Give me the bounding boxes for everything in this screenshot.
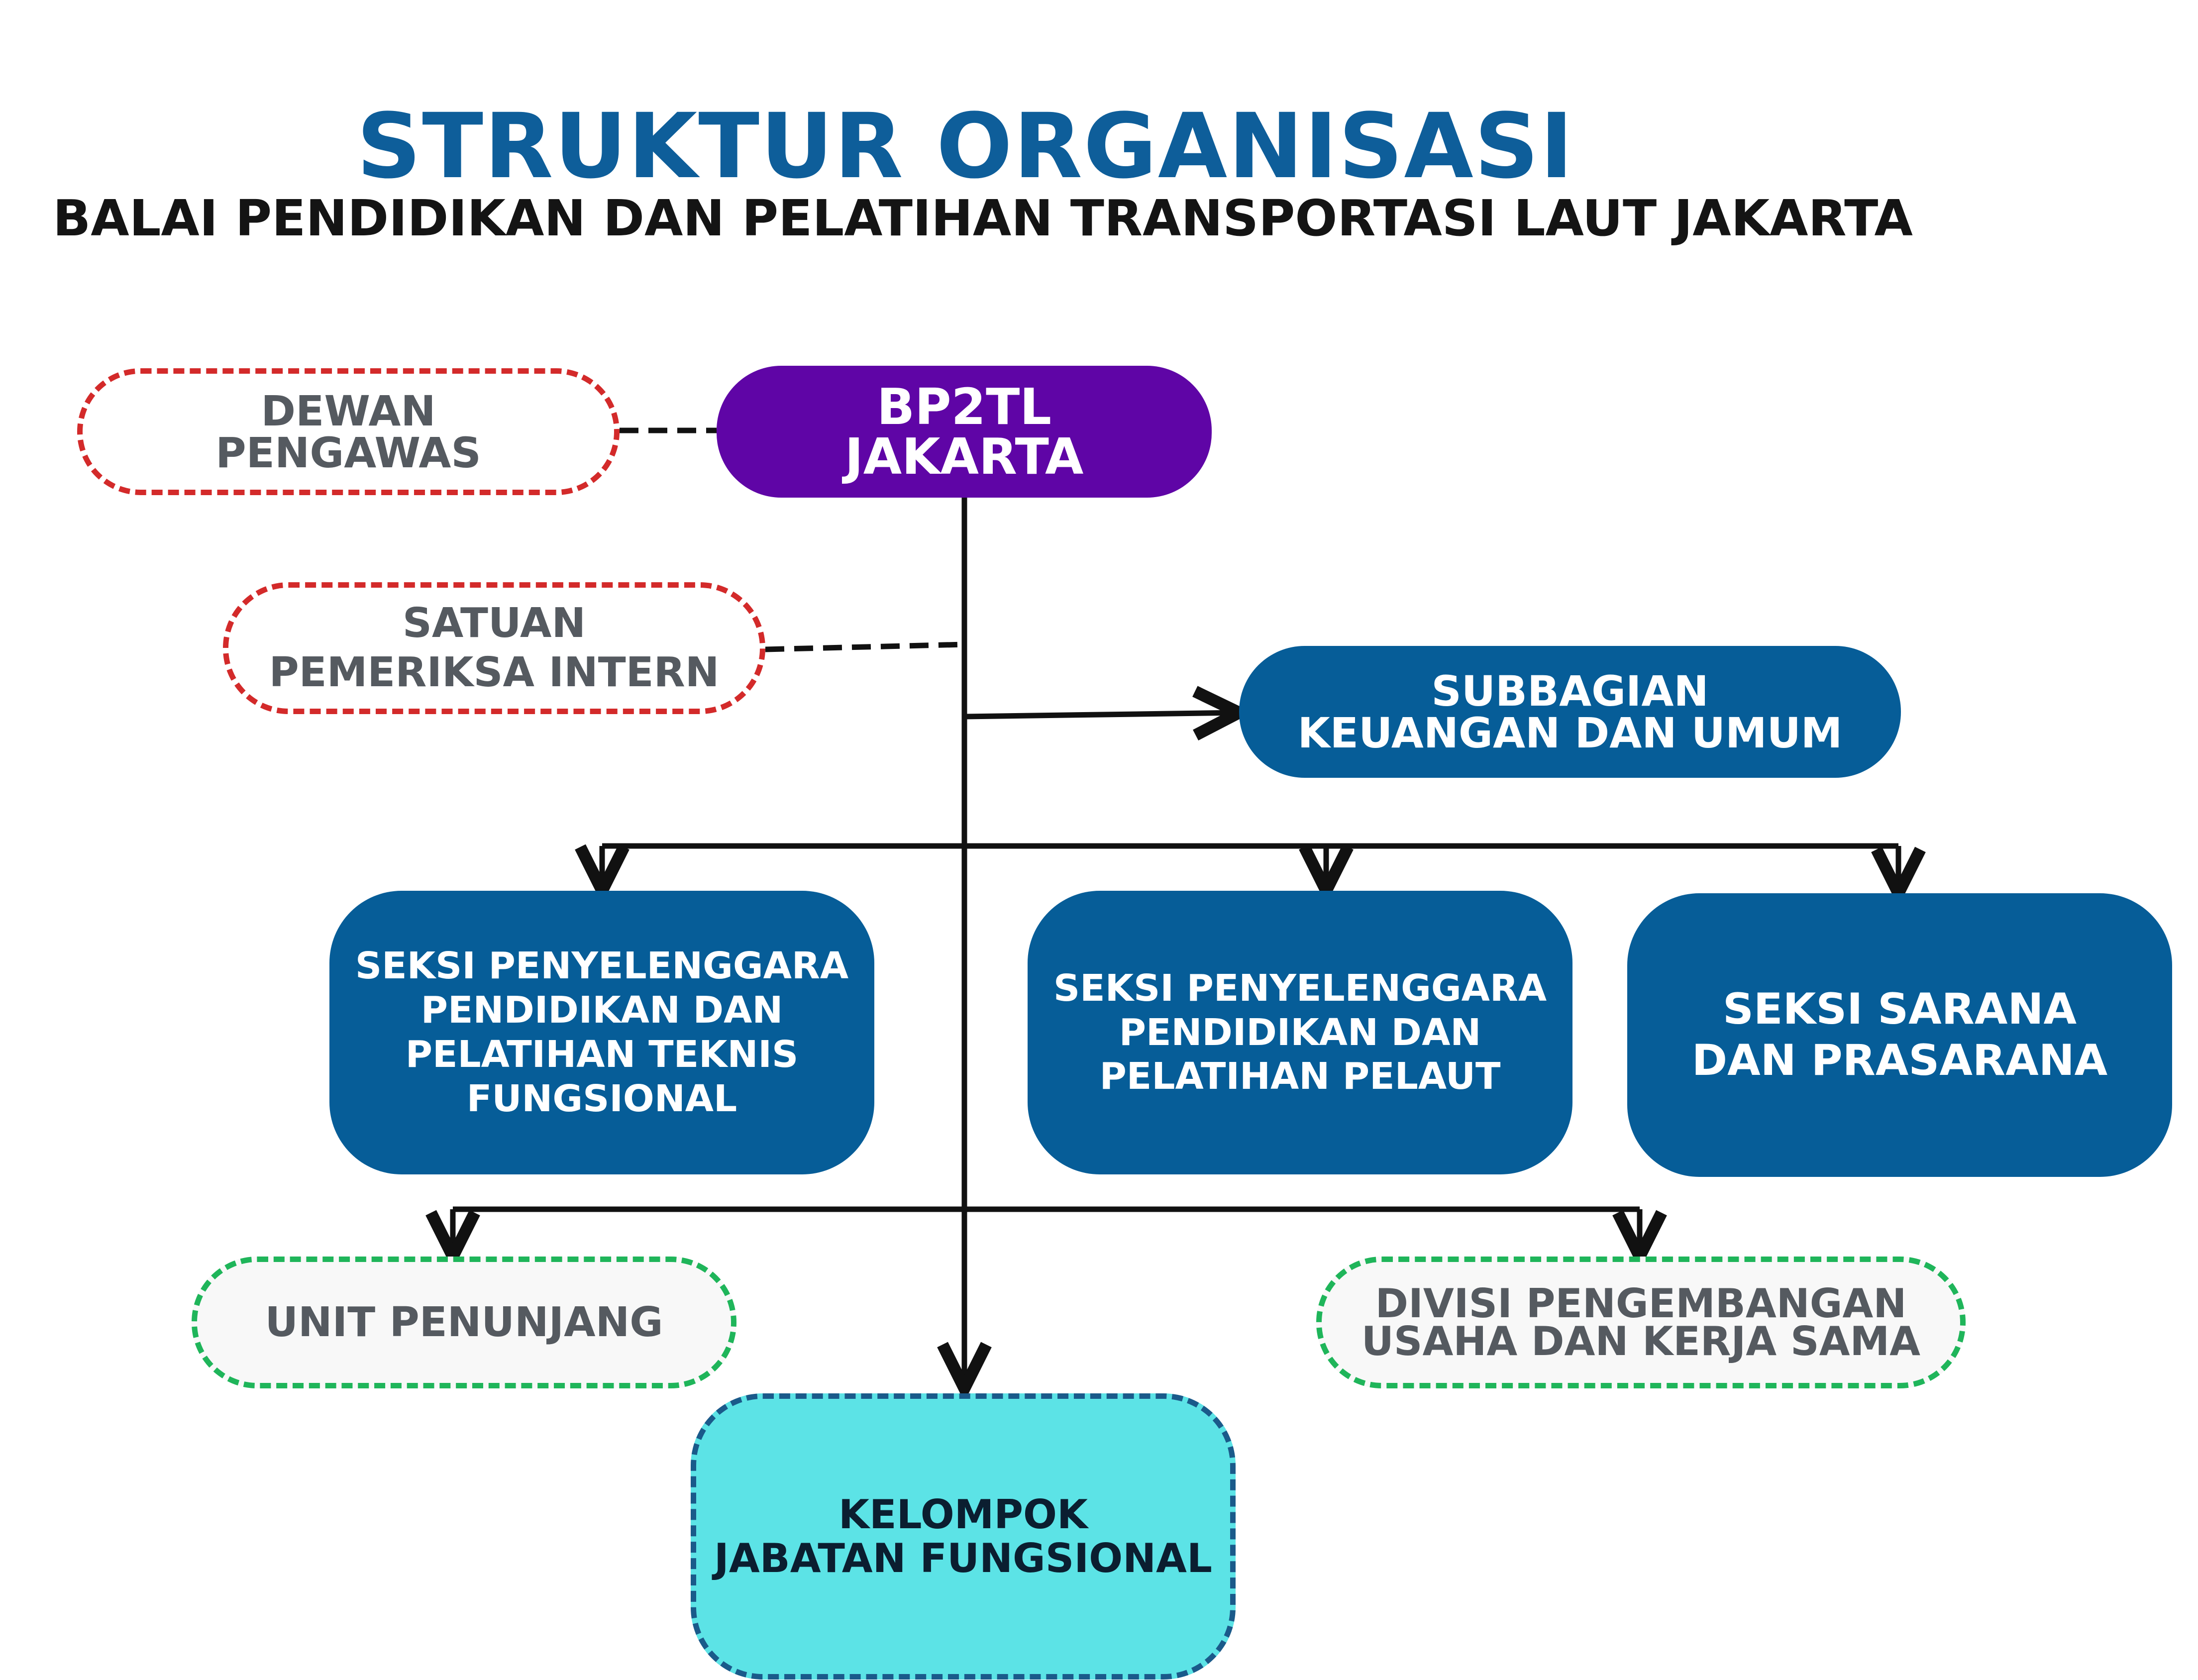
unit-penunjang-box: UNIT PENUNJANG (192, 1257, 736, 1388)
unit-penunjang-label: UNIT PENUNJANG (265, 1298, 663, 1346)
dewan-pengawas-box: DEWAN PENGAWAS (77, 368, 620, 495)
divisi-pengembangan-label: DIVISI PENGEMBANGAN USAHA DAN KERJA SAMA (1361, 1280, 1921, 1365)
seksi-pelaut-box: SEKSI PENYELENGGARA PENDIDIKAN DAN PELAT… (1028, 891, 1572, 1174)
seksi-sarana-prasarana-box: SEKSI SARANA DAN PRASARANA (1627, 893, 2172, 1177)
page-subtitle: BALAI PENDIDIKAN DAN PELATIHAN TRANSPORT… (53, 189, 1913, 247)
bp2tl-jakarta-label: BP2TL JAKARTA (844, 377, 1084, 486)
divisi-pengembangan-box: DIVISI PENGEMBANGAN USAHA DAN KERJA SAMA (1316, 1257, 1966, 1388)
kelompok-jabatan-fungsional-box: KELOMPOK JABATAN FUNGSIONAL (691, 1393, 1236, 1680)
subbagian-keuangan-umum-label: SUBBAGIAN KEUANGAN DAN UMUM (1297, 666, 1843, 757)
page-title: STRUKTUR ORGANISASI (356, 95, 1574, 199)
satuan-pemeriksa-intern-label: SATUAN PEMERIKSA INTERN (269, 600, 720, 696)
kelompok-jabatan-fungsional-label: KELOMPOK JABATAN FUNGSIONAL (714, 1491, 1212, 1581)
dewan-pengawas-label: DEWAN PENGAWAS (215, 386, 481, 477)
seksi-teknis-fungsional-label: SEKSI PENYELENGGARA PENDIDIKAN DAN PELAT… (355, 945, 849, 1120)
seksi-sarana-prasarana-label: SEKSI SARANA DAN PRASARANA (1691, 984, 2108, 1085)
seksi-pelaut-label: SEKSI PENYELENGGARA PENDIDIKAN DAN PELAT… (1053, 966, 1547, 1098)
satuan-pemeriksa-intern-box: SATUAN PEMERIKSA INTERN (223, 582, 765, 714)
subbagian-keuangan-umum-box: SUBBAGIAN KEUANGAN DAN UMUM (1239, 646, 1901, 778)
dashed-link-satuan (765, 641, 965, 652)
seksi-teknis-fungsional-box: SEKSI PENYELENGGARA PENDIDIKAN DAN PELAT… (329, 891, 874, 1174)
bp2tl-jakarta-box: BP2TL JAKARTA (717, 366, 1212, 498)
link-subbagian (964, 713, 1239, 717)
